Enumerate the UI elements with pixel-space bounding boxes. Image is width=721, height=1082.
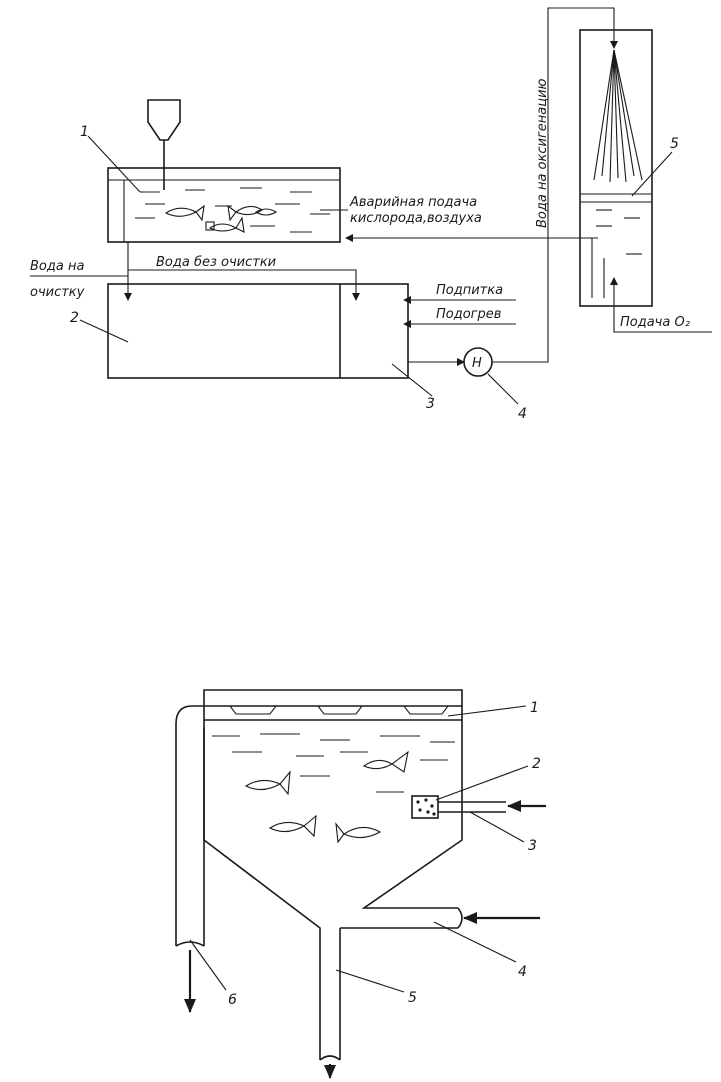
label-makeup: Подпитка xyxy=(436,283,503,298)
label-water-to-cleaning-line1: Вода на xyxy=(30,259,84,274)
label-num-5: 5 xyxy=(670,136,679,152)
label-num-4: 4 xyxy=(518,406,527,422)
label-emergency-supply-line1: Аварийная подача xyxy=(349,195,477,210)
label-num-2: 2 xyxy=(70,310,79,326)
treatment-tank xyxy=(108,284,408,378)
label-num-4-d2: 4 xyxy=(518,964,527,980)
water-spray xyxy=(594,50,642,182)
diagram-recirculation-system: 1 Аварийная подача кислорода,воздуха Вод… xyxy=(30,8,712,422)
label-num-2-d2: 2 xyxy=(532,756,541,772)
water-ripples-2 xyxy=(212,734,455,792)
feeder-hopper xyxy=(148,100,180,190)
label-water-to-oxygenation: Вода на оксигенацию xyxy=(535,78,550,228)
diagram-fish-tank-section: 1 2 3 4 5 6 xyxy=(176,690,546,1078)
aerator-icon xyxy=(412,796,438,818)
label-heating: Подогрев xyxy=(436,307,501,322)
pump-symbol: H xyxy=(472,356,482,371)
label-num-1: 1 xyxy=(80,124,89,140)
label-num-5-d2: 5 xyxy=(408,990,417,1006)
fish-icon xyxy=(246,752,408,842)
label-num-6-d2: 6 xyxy=(228,992,237,1008)
label-emergency-supply-line2: кислорода,воздуха xyxy=(350,211,482,226)
fish-tank-1 xyxy=(108,168,340,242)
fish-icon xyxy=(166,206,276,232)
label-water-no-cleaning: Вода без очистки xyxy=(156,255,276,270)
label-oxygen-supply: Подача О₂ xyxy=(620,315,690,330)
label-num-3: 3 xyxy=(426,396,435,412)
pump-icon: H xyxy=(464,348,492,376)
label-water-to-cleaning-line2: очистку xyxy=(30,285,85,300)
label-num-1-d2: 1 xyxy=(530,700,539,716)
label-num-3-d2: 3 xyxy=(528,838,537,854)
oxygenator-column xyxy=(580,30,652,306)
